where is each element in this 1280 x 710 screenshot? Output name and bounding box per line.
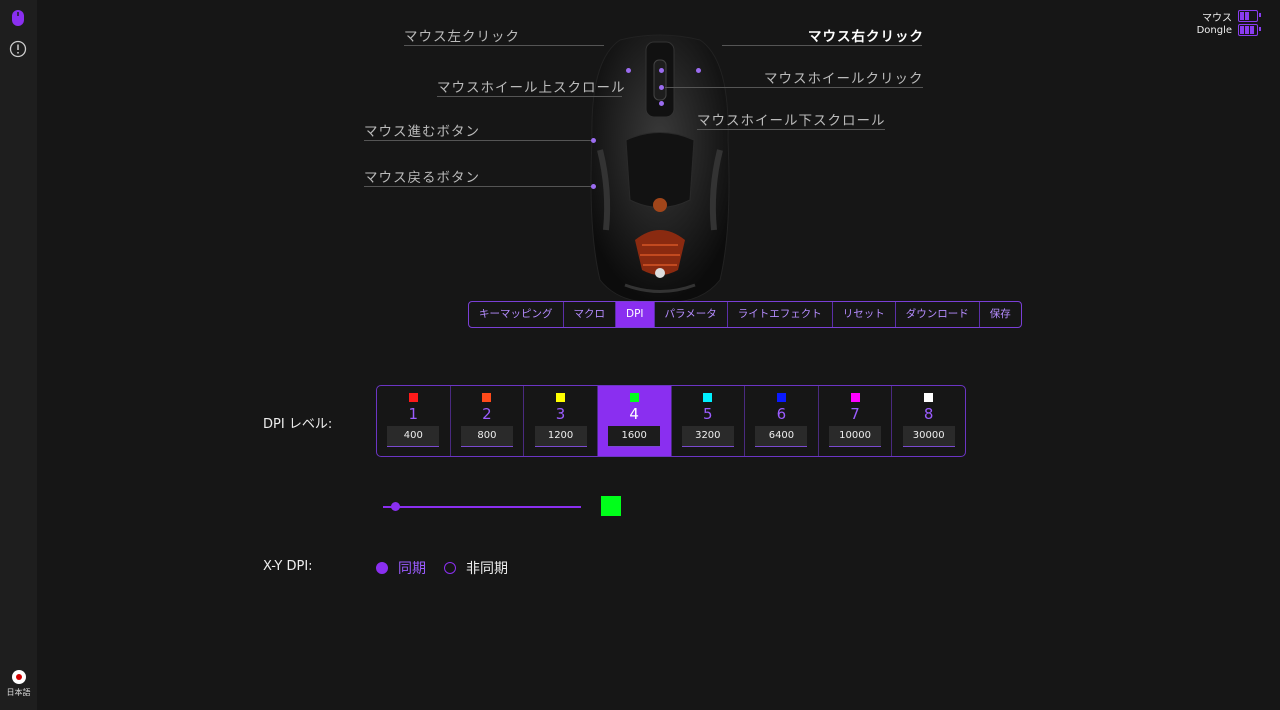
xy-dpi-sync-radio[interactable]: 同期 <box>376 558 426 578</box>
tab-2[interactable]: DPI <box>616 302 655 327</box>
dpi-level-number: 8 <box>923 405 934 423</box>
annotation-line <box>404 45 604 46</box>
xy-dpi-label: X-Y DPI: <box>263 559 313 574</box>
radio-circle[interactable] <box>444 562 456 574</box>
annotation-wheel-down[interactable]: マウスホイール下スクロール <box>697 113 886 129</box>
japan-flag-icon <box>11 670 26 684</box>
annotation-line <box>437 96 622 97</box>
dpi-value-input[interactable]: 10000 <box>829 426 882 447</box>
sidebar: 日本語 <box>0 0 37 710</box>
dpi-color-swatch <box>850 393 860 402</box>
right-click-dot[interactable] <box>696 68 701 73</box>
sync-label: 同期 <box>398 561 426 577</box>
mouse-button-map: マウス左クリック マウス右クリック マウスホイール上スクロール マウスホイールク… <box>0 0 1280 305</box>
annotation-wheel-click[interactable]: マウスホイールクリック <box>764 71 924 87</box>
dpi-color-swatch <box>776 393 786 402</box>
dpi-value-input[interactable]: 6400 <box>755 426 808 447</box>
annotation-back[interactable]: マウス戻るボタン <box>364 170 480 186</box>
dpi-value-input[interactable]: 3200 <box>681 426 734 447</box>
annotation-left-click[interactable]: マウス左クリック <box>404 29 520 45</box>
dpi-level-6[interactable]: 6 6400 <box>745 386 819 456</box>
dpi-color-swatch <box>629 393 639 402</box>
annotation-line <box>722 45 922 46</box>
dpi-level-label: DPI レベル: <box>263 417 333 432</box>
annotation-line <box>665 87 923 88</box>
xy-dpi-async-radio[interactable]: 非同期 <box>444 558 508 578</box>
wheel-click-dot[interactable] <box>659 85 664 90</box>
dpi-color-swatch <box>482 393 492 402</box>
dongle-battery-icon <box>1238 24 1261 36</box>
dpi-value-input[interactable]: 1200 <box>534 426 587 447</box>
mouse-illustration <box>590 34 730 303</box>
dpi-level-3[interactable]: 3 1200 <box>524 386 598 456</box>
dpi-color-swatch <box>556 393 566 402</box>
dpi-level-number: 6 <box>776 405 787 423</box>
info-alert-icon[interactable] <box>8 39 28 59</box>
dpi-level-number: 4 <box>629 405 639 423</box>
annotation-wheel-up[interactable]: マウスホイール上スクロール <box>437 80 626 96</box>
dpi-level-number: 7 <box>850 405 860 423</box>
dpi-color-swatch <box>408 393 418 402</box>
device-status: マウス Dongle <box>1196 9 1261 37</box>
dpi-value-input[interactable]: 400 <box>387 426 440 447</box>
annotation-line <box>697 129 885 130</box>
wheel-down-dot[interactable] <box>659 101 664 106</box>
back-dot[interactable] <box>591 184 596 189</box>
dpi-level-5[interactable]: 5 3200 <box>672 386 746 456</box>
dpi-level-number: 1 <box>408 405 419 423</box>
mouse-device-icon[interactable] <box>8 8 28 28</box>
dpi-slider-thumb[interactable] <box>390 502 400 511</box>
mouse-status-label: マウス <box>1202 12 1232 24</box>
tab-5[interactable]: リセット <box>833 302 896 327</box>
dpi-color-swatch <box>924 393 934 402</box>
dpi-value-input[interactable]: 30000 <box>902 426 955 447</box>
mouse-battery-icon <box>1238 10 1261 22</box>
dpi-level-number: 3 <box>555 405 566 423</box>
tab-1[interactable]: マクロ <box>564 302 616 327</box>
dpi-slider[interactable] <box>383 500 581 512</box>
radio-circle[interactable] <box>376 562 388 574</box>
tab-0[interactable]: キーマッピング <box>469 302 564 327</box>
language-selector[interactable]: 日本語 <box>0 670 37 698</box>
dpi-slider-track[interactable] <box>383 506 581 508</box>
forward-dot[interactable] <box>591 138 596 143</box>
left-click-dot[interactable] <box>626 68 631 73</box>
dpi-level-7[interactable]: 7 10000 <box>819 386 893 456</box>
annotation-forward[interactable]: マウス進むボタン <box>364 124 480 140</box>
async-label: 非同期 <box>466 561 508 577</box>
dpi-level-number: 2 <box>482 405 492 423</box>
annotation-right-click[interactable]: マウス右クリック <box>808 29 924 45</box>
tab-3[interactable]: パラメータ <box>655 302 728 327</box>
tab-7[interactable]: 保存 <box>989 308 1011 320</box>
dpi-level-8[interactable]: 8 30000 <box>892 386 965 456</box>
tab-6[interactable]: ダウンロード <box>896 302 980 327</box>
dpi-color-swatch <box>703 393 713 402</box>
dpi-value-input[interactable]: 1600 <box>608 426 661 447</box>
dongle-status-label: Dongle <box>1196 24 1232 36</box>
wheel-up-dot[interactable] <box>659 68 664 73</box>
dpi-level-number: 5 <box>703 405 713 423</box>
dpi-color-picker[interactable] <box>601 496 621 516</box>
dpi-value-input[interactable]: 800 <box>460 426 513 447</box>
tab-4[interactable]: ライトエフェクト <box>728 302 833 327</box>
language-label: 日本語 <box>6 688 31 697</box>
annotation-line <box>364 140 592 141</box>
annotation-line <box>364 186 592 187</box>
dpi-level-4[interactable]: 4 1600 <box>597 386 672 456</box>
